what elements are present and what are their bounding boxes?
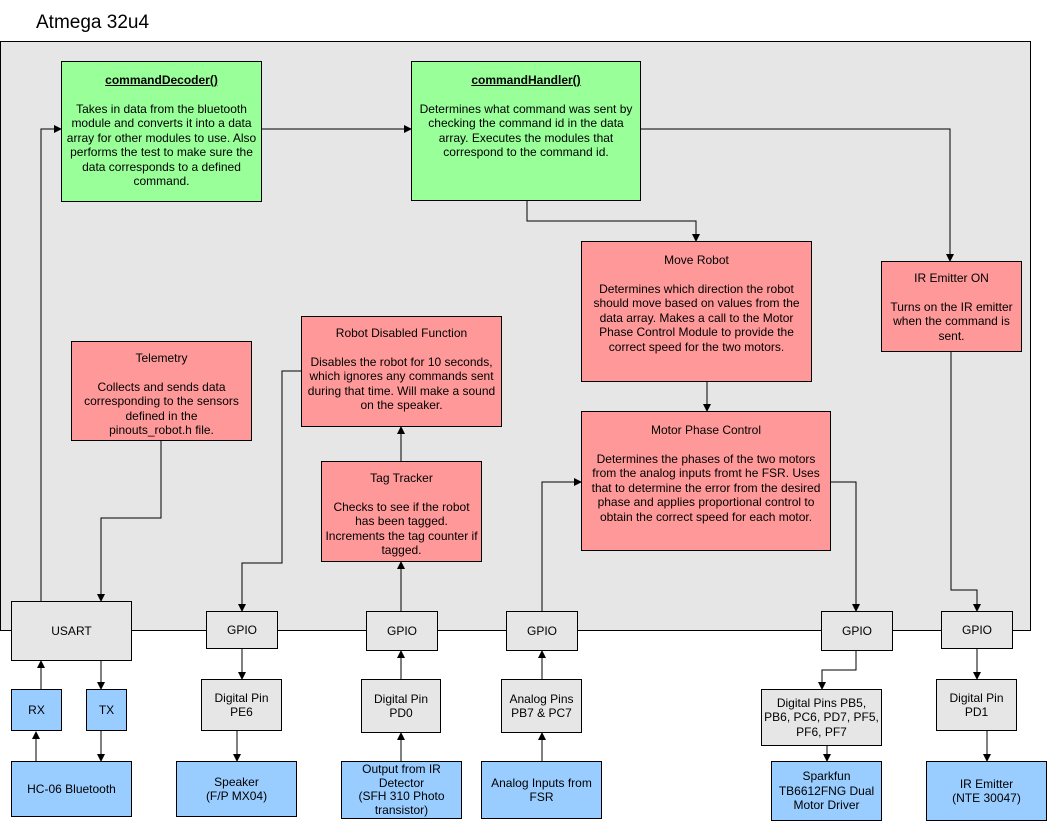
- telemetry-desc: Collects and sends data corresponding to…: [84, 379, 239, 438]
- device-line: IR Emitter: [959, 776, 1014, 791]
- telemetry-module: Telemetry Collects and sends data corres…: [71, 341, 252, 441]
- device-line: Sparkfun: [802, 769, 851, 784]
- arrow-handler-to-move-robot: [526, 201, 700, 242]
- usart-interface: USART: [11, 601, 132, 661]
- device-line: HC-06 Bluetooth: [27, 781, 116, 796]
- gpio-label: GPIO: [386, 623, 417, 638]
- tag-tracker-module: Tag Tracker Checks to see if the robot h…: [321, 461, 482, 562]
- command-decoder-title: commandDecoder(): [105, 73, 218, 87]
- gpio-interface-fsr: GPIO: [506, 611, 578, 651]
- tx-pin: TX: [86, 689, 127, 731]
- pin-motor-group: Digital Pins PB5, PB6, PC6, PD7, PF5, PF…: [761, 689, 882, 746]
- robot-disabled-module: Robot Disabled Function Disables the rob…: [301, 316, 502, 427]
- gpio-label: GPIO: [226, 622, 257, 637]
- pin-line: Analog Pins: [509, 691, 574, 706]
- arrow-motor-phase-to-gpio: [831, 481, 860, 612]
- pin-line: PE6: [230, 705, 253, 719]
- rx-pin: RX: [11, 689, 62, 731]
- gpio-label: GPIO: [526, 623, 557, 638]
- gpio-interface-ir-detector: GPIO: [366, 611, 438, 651]
- device-line: FSR: [529, 790, 554, 804]
- gpio-interface-ir-emitter: GPIO: [941, 611, 1013, 649]
- arrow-gpio-to-motor-pins: [818, 651, 857, 690]
- device-line: Speaker: [214, 774, 259, 789]
- pin-line: PD1: [964, 705, 989, 719]
- gpio-interface-motor: GPIO: [821, 611, 893, 651]
- tag-tracker-title: Tag Tracker: [370, 471, 433, 485]
- pin-analog: Analog Pins PB7 & PC7: [501, 679, 582, 733]
- gpio-interface-speaker: GPIO: [206, 611, 278, 649]
- command-decoder-desc: Takes in data from the bluetooth module …: [66, 101, 257, 189]
- pin-line: Digital Pin: [214, 690, 269, 705]
- device-line: Output from IR: [362, 762, 441, 776]
- command-handler-desc: Determines what command was sent by chec…: [419, 101, 633, 160]
- motor-phase-title: Motor Phase Control: [650, 423, 762, 437]
- rx-label: RX: [28, 702, 45, 717]
- device-line: (SFH 310 Photo: [358, 789, 445, 803]
- arrow-handler-to-ir-emitter: [641, 128, 954, 262]
- device-line: (F/P MX04): [205, 789, 268, 803]
- robot-disabled-title: Robot Disabled Function: [335, 326, 468, 340]
- pin-pe6: Digital Pin PE6: [201, 679, 282, 731]
- ir-emitter-device: IR Emitter (NTE 30047): [926, 761, 1047, 821]
- arrow-telemetry-to-usart: [97, 441, 162, 602]
- pin-line: PF6, PF7: [796, 724, 847, 739]
- arrow-disabled-to-gpio: [238, 370, 301, 612]
- pin-line: PB6, PC6, PD7, PF5,: [764, 710, 879, 725]
- device-line: Analog Inputs from: [491, 775, 592, 790]
- arrow-usart-to-decoder: [40, 125, 62, 601]
- bluetooth-device: HC-06 Bluetooth: [11, 761, 132, 817]
- ir-emitter-on-module: IR Emitter ON Turns on the IR emitter wh…: [881, 261, 1022, 352]
- pin-pd1: Digital Pin PD1: [936, 679, 1017, 731]
- move-robot-module: Move Robot Determines which direction th…: [581, 241, 812, 382]
- robot-disabled-desc: Disables the robot for 10 seconds, which…: [307, 354, 496, 413]
- pin-pd0: Digital Pin PD0: [361, 679, 441, 733]
- device-line: TB6612FNG Dual: [778, 783, 875, 798]
- command-handler-title: commandHandler(): [471, 73, 581, 87]
- gpio-label: GPIO: [961, 622, 992, 637]
- gpio-label: GPIO: [841, 623, 872, 638]
- ir-emitter-on-desc: Turns on the IR emitter when the command…: [890, 299, 1013, 343]
- device-line: transistor): [374, 802, 429, 817]
- pin-line: PB7 & PC7: [511, 706, 572, 720]
- tag-tracker-desc: Checks to see if the robot has been tagg…: [325, 499, 478, 558]
- motor-driver-device: Sparkfun TB6612FNG Dual Motor Driver: [771, 761, 882, 821]
- pin-line: Digital Pin: [949, 690, 1004, 705]
- command-handler-module: commandHandler() Determines what command…: [411, 61, 641, 201]
- pin-line: Digital Pins PB5,: [776, 695, 867, 710]
- pin-line: PD0: [389, 706, 413, 720]
- fsr-device: Analog Inputs from FSR: [481, 761, 602, 819]
- device-line: Motor Driver: [793, 798, 860, 813]
- diagram-title: Atmega 32u4: [36, 12, 150, 33]
- telemetry-title: Telemetry: [135, 351, 188, 365]
- usart-label: USART: [51, 623, 92, 638]
- ir-emitter-on-title: IR Emitter ON: [914, 271, 989, 285]
- tx-label: TX: [98, 702, 115, 717]
- ir-detector-device: Output from IR Detector (SFH 310 Photo t…: [341, 761, 462, 819]
- arrow-gpio-to-motor-phase: [541, 478, 582, 611]
- arrow-ir-emitter-to-gpio: [950, 351, 981, 612]
- motor-phase-control-module: Motor Phase Control Determines the phase…: [581, 411, 831, 551]
- device-line: Detector: [378, 775, 425, 790]
- motor-phase-desc: Determines the phases of the two motors …: [591, 451, 821, 524]
- command-decoder-module: commandDecoder() Takes in data from the …: [61, 61, 262, 202]
- move-robot-title: Move Robot: [664, 253, 729, 267]
- move-robot-desc: Determines which direction the robot sho…: [593, 281, 800, 354]
- device-line: (NTE 30047): [952, 791, 1021, 805]
- speaker-device: Speaker (F/P MX04): [176, 761, 297, 817]
- pin-line: Digital Pin: [373, 691, 429, 706]
